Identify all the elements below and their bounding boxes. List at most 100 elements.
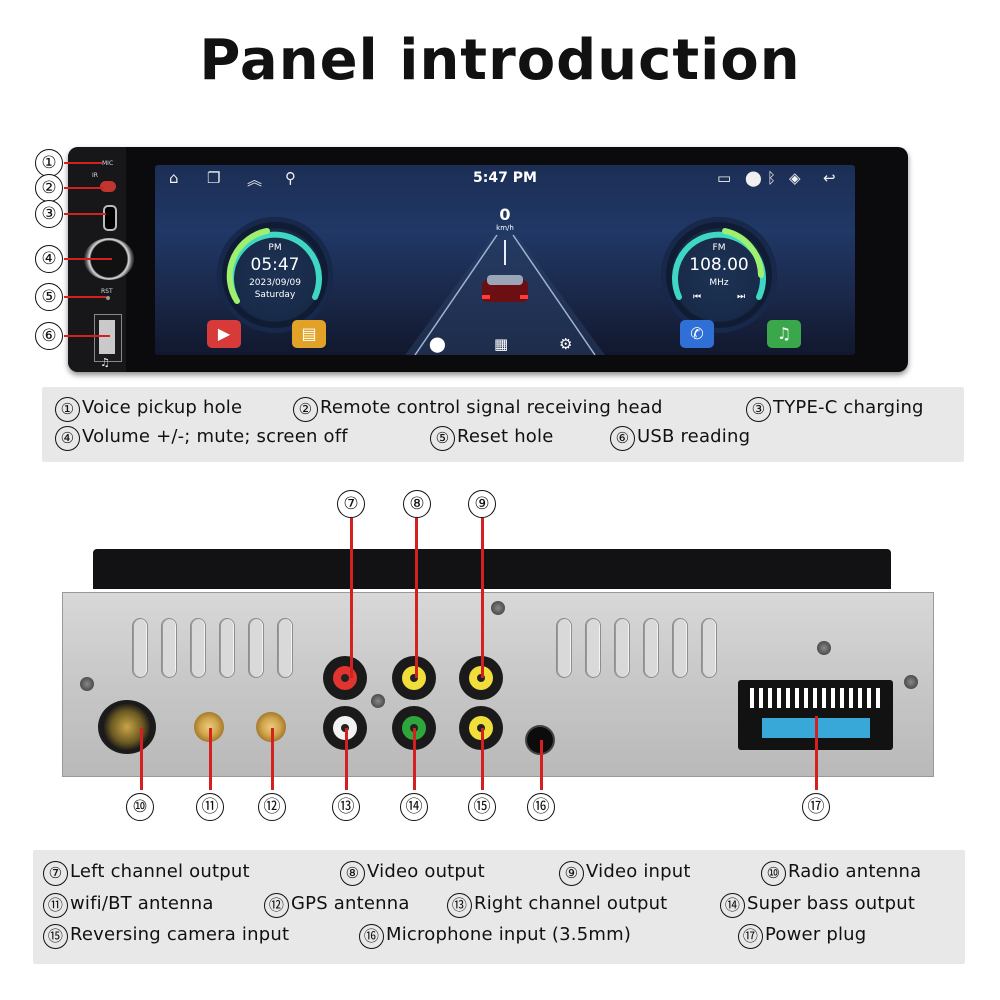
leader-line-6 xyxy=(64,335,110,337)
page-title: Panel introduction xyxy=(199,28,801,93)
radio-unit: MHz xyxy=(709,278,729,288)
vent-slot xyxy=(701,618,717,678)
type-c-port xyxy=(103,205,117,231)
ir-receiver xyxy=(100,181,116,192)
vent-slot xyxy=(585,618,601,678)
callout-7: ⑦ xyxy=(337,490,365,518)
leader-line-17 xyxy=(815,716,818,790)
callout-16: ⑯ xyxy=(527,793,555,821)
clock-time: 05:47 xyxy=(250,255,300,275)
leader-line-11 xyxy=(209,728,212,790)
music-app-icon[interactable]: ♫ xyxy=(767,320,801,348)
clock-period: PM xyxy=(268,243,282,253)
screw xyxy=(491,601,505,615)
clock-date: 2023/09/09 xyxy=(249,278,301,288)
usb-port xyxy=(94,314,122,362)
screw xyxy=(817,641,831,655)
callout-1: ① xyxy=(35,149,63,177)
vent-slot xyxy=(161,618,177,678)
callout-10: ⑩ xyxy=(126,793,154,821)
radio-frequency: 108.00 xyxy=(689,255,749,275)
screw xyxy=(371,694,385,708)
callout-15: ⑮ xyxy=(468,793,496,821)
vent-slot xyxy=(190,618,206,678)
home-icon[interactable]: ⌂ xyxy=(169,169,179,187)
vent-slot xyxy=(277,618,293,678)
recent-apps-icon[interactable]: ❐ xyxy=(207,169,221,187)
vent-slot xyxy=(643,618,659,678)
callout-14: ⑭ xyxy=(400,793,428,821)
callout-9: ⑨ xyxy=(468,490,496,518)
wifi-icon: ◈ xyxy=(789,169,801,187)
speedometer: 0 km/h xyxy=(485,205,525,232)
video-app-icon[interactable]: ▶ xyxy=(207,320,241,348)
prev-station-icon[interactable]: ⏮ xyxy=(693,292,702,302)
leader-line-12 xyxy=(271,728,274,790)
reset-hole[interactable] xyxy=(106,296,110,300)
speed-value: 0 xyxy=(499,205,511,224)
screw xyxy=(80,677,94,691)
leader-line-10 xyxy=(140,728,143,790)
leader-line-2 xyxy=(64,187,104,189)
rca-super-bass-output xyxy=(392,706,436,750)
radio-ring xyxy=(672,228,766,300)
vent-slot xyxy=(672,618,688,678)
leader-line-7 xyxy=(350,518,353,678)
chassis-top xyxy=(93,549,891,589)
leader-line-1 xyxy=(64,162,102,164)
rca-video-output xyxy=(392,656,436,700)
callout-11: ⑪ xyxy=(196,793,224,821)
phone-app-icon[interactable]: ✆ xyxy=(680,320,714,348)
radio-app-icon[interactable]: ▤ xyxy=(292,320,326,348)
usb-icon: ⚲ xyxy=(285,169,296,187)
rst-label: RST xyxy=(101,288,113,295)
callout-8: ⑧ xyxy=(403,490,431,518)
screw xyxy=(904,675,918,689)
rca-left-channel-output xyxy=(323,656,367,700)
bluetooth-icon: ᛒ xyxy=(767,169,777,187)
leader-line-3 xyxy=(64,213,106,215)
leader-line-9 xyxy=(481,518,484,678)
radio-band: FM xyxy=(712,243,726,253)
clock-ring xyxy=(226,228,322,304)
clock-gauge[interactable]: PM 05:47 2023/09/09 Saturday xyxy=(217,217,333,333)
leader-line-14 xyxy=(413,728,416,790)
usb-slot xyxy=(99,320,115,354)
back-icon[interactable]: ↩ xyxy=(823,169,836,187)
vent-slot xyxy=(248,618,264,678)
navigation-icon[interactable]: ⬤ xyxy=(429,335,446,353)
radio-gauge[interactable]: FM 108.00 MHz ⏮ ⏭ xyxy=(661,217,777,333)
location-icon: ⬤ xyxy=(745,169,762,187)
collapse-icon[interactable]: ︽ xyxy=(247,171,263,189)
clock-day: Saturday xyxy=(254,290,296,300)
next-station-icon[interactable]: ⏭ xyxy=(737,292,746,302)
leader-line-8 xyxy=(415,518,418,678)
apps-grid-icon[interactable]: ▦ xyxy=(494,335,509,353)
callout-2: ② xyxy=(35,174,63,202)
vent-slot xyxy=(132,618,148,678)
callout-6: ⑥ xyxy=(35,322,63,350)
status-time: 5:47 PM xyxy=(473,170,537,186)
callout-3: ③ xyxy=(35,200,63,228)
power-plug-pins xyxy=(750,688,885,708)
vent-slot xyxy=(556,618,572,678)
front-description-box xyxy=(42,387,964,462)
settings-icon[interactable]: ⚙ xyxy=(559,335,573,353)
music-note-icon: ♫ xyxy=(100,356,110,369)
callout-12: ⑫ xyxy=(258,793,286,821)
speed-unit: km/h xyxy=(496,224,514,232)
